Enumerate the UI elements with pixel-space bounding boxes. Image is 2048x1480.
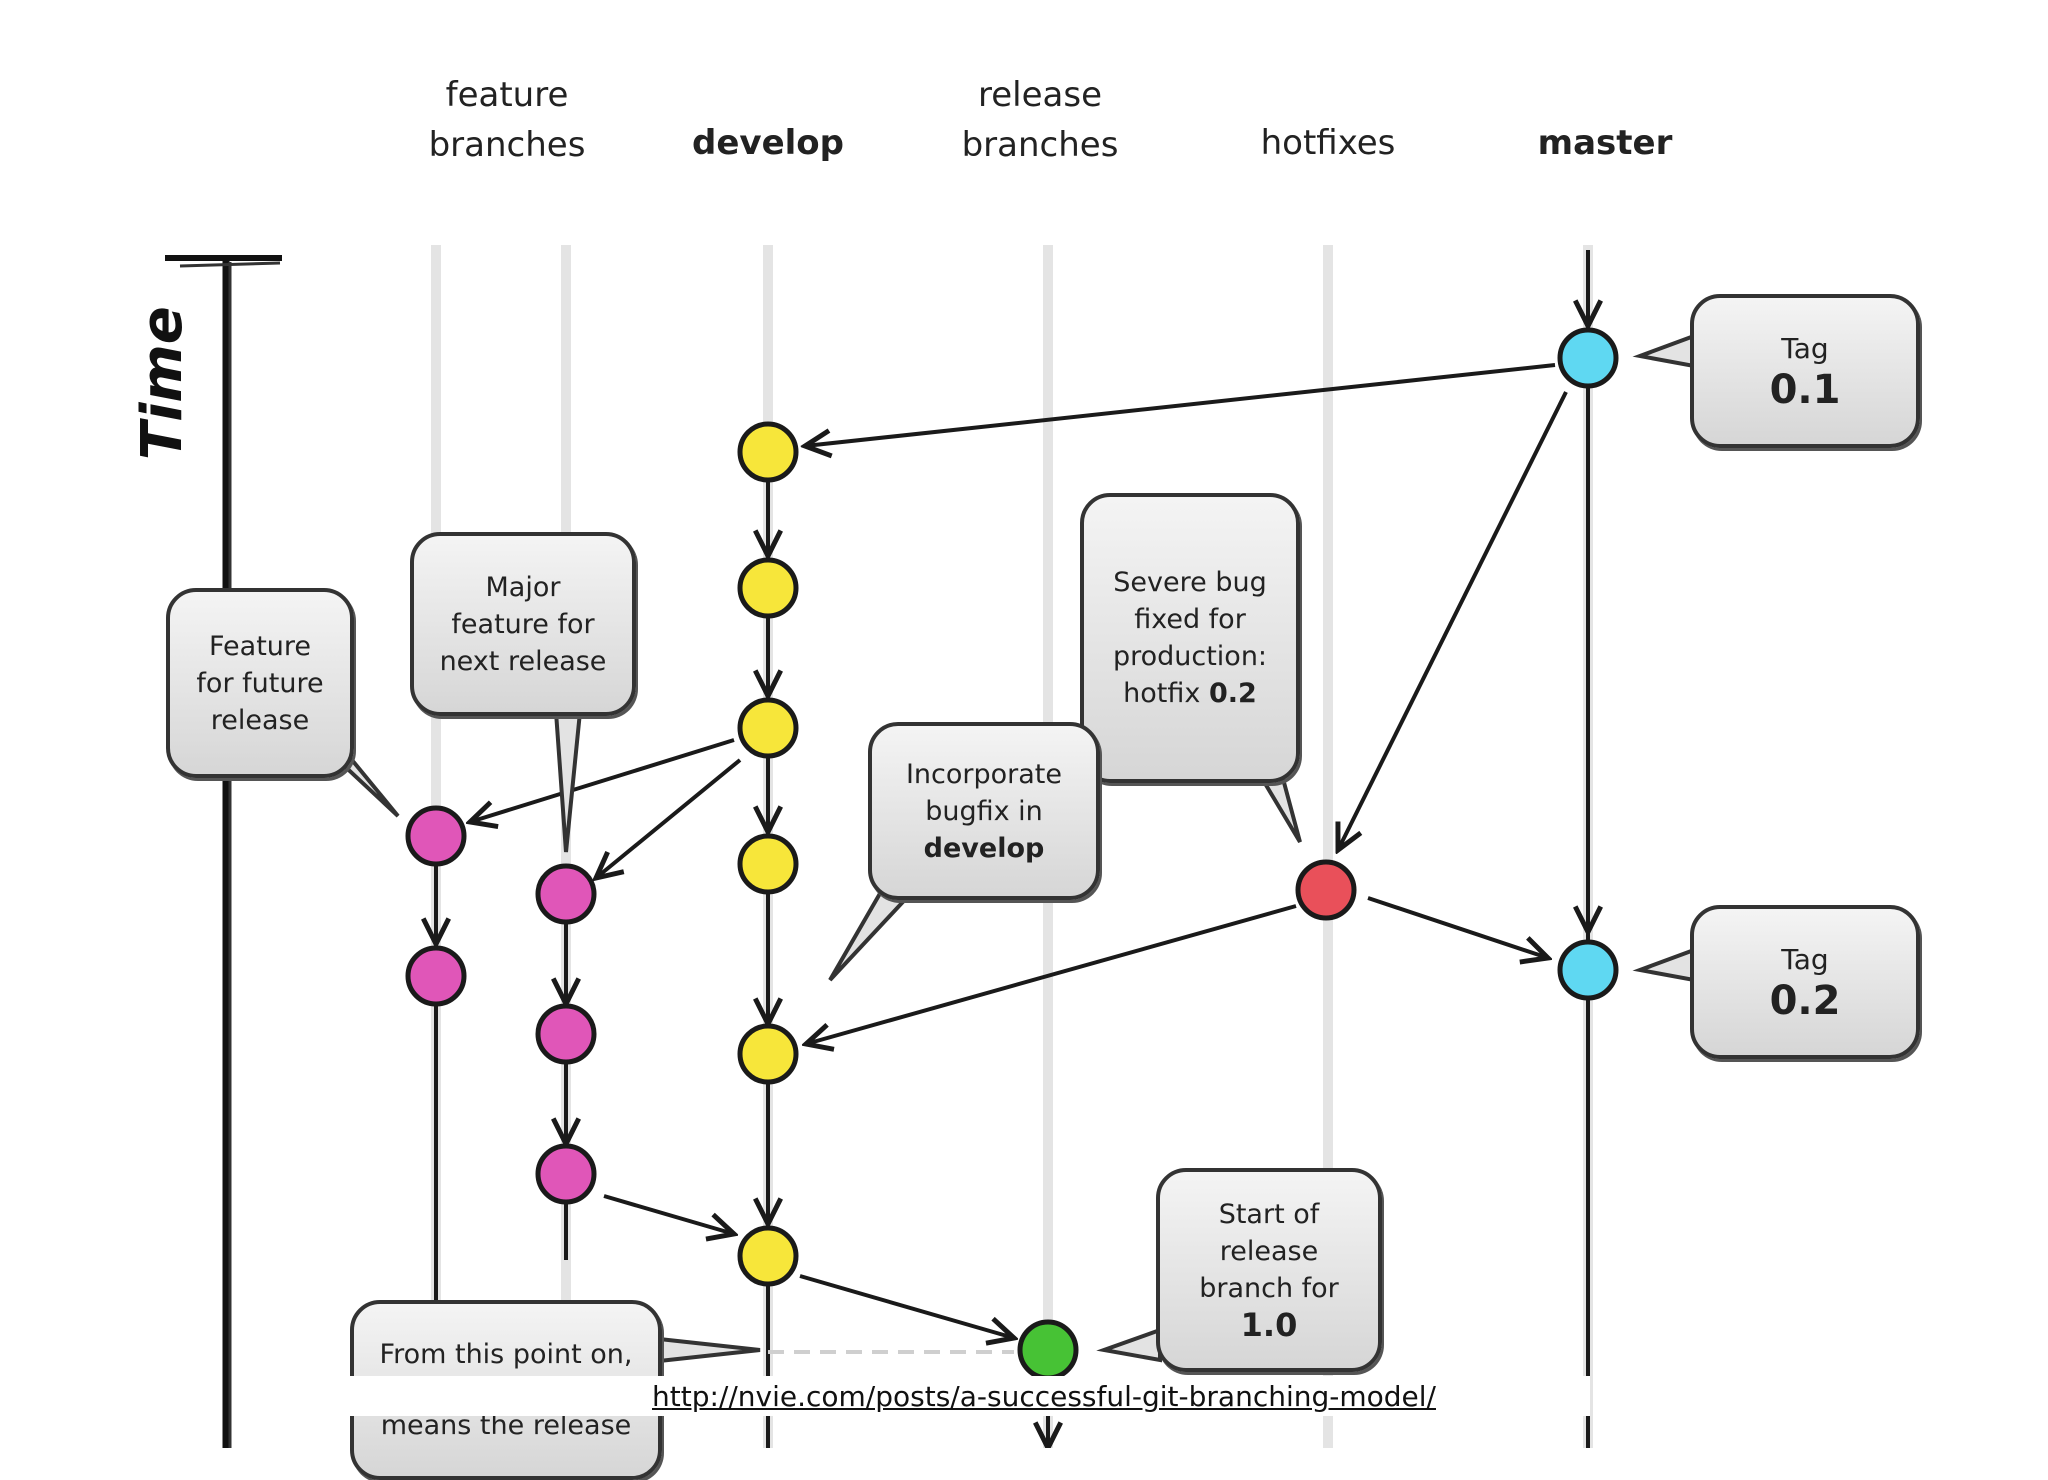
header-feature-line2: branches [428,125,586,165]
merge-arrows [470,363,1568,1448]
release-commit [1017,1319,1079,1381]
severe-bug-version: 0.2 [1208,678,1257,709]
feature-commit-1a [405,805,467,867]
severe-bug-line1: Severe bug [1113,567,1267,598]
time-label: Time [130,306,195,460]
feature-commit-2b [535,1003,597,1065]
severe-bug-hotfix-word: hotfix [1123,678,1209,709]
major-feature-line1: Major [485,571,561,603]
tag02-number: 0.2 [1769,977,1841,1024]
severe-bug-line4: hotfix 0.2 [1123,675,1257,712]
incorporate-line2: bugfix in [925,795,1043,827]
feature-commit-2c [535,1143,597,1205]
diagram-canvas [165,245,1696,1448]
start-release-line2: release [1219,1236,1319,1267]
develop-commit-1 [737,421,799,483]
develop-commit-5 [737,1023,799,1085]
severe-bug-line3: production: [1112,641,1268,672]
future-feature-line1: Feature [208,630,312,662]
header-hotfixes: hotfixes [1260,123,1396,163]
commits [405,327,1619,1381]
start-release-line1: Start of [1218,1199,1320,1230]
callout-incorporate-bugfix: Incorporate bugfix in develop [868,722,1100,900]
callout-tag-02: Tag 0.2 [1690,905,1920,1059]
develop-commit-2 [737,557,799,619]
callout-major-feature: Major feature for next release [410,532,636,716]
header-release-line1: release [978,75,1102,115]
callout-future-feature: Feature for future release [166,588,354,778]
major-feature-line2: feature for [451,608,595,640]
header-release-branches: release branches [962,70,1119,170]
future-feature-line3: release [210,704,310,736]
git-branching-diagram: feature branches develop release branche… [130,70,1920,1480]
develop-commit-3 [737,697,799,759]
tag01-word: Tag [1781,331,1829,365]
severe-bug-line2: fixed for [1134,604,1246,635]
future-feature-line2: for future [196,667,324,699]
header-feature-line1: feature [445,75,569,115]
header-release-line2: branches [961,125,1119,165]
header-master: master [1537,123,1673,163]
tag02-word: Tag [1781,942,1829,976]
develop-commit-4 [737,833,799,895]
master-commit-tag01 [1557,327,1619,389]
start-release-line4: 1.0 [1240,1306,1298,1344]
callout-tag-01: Tag 0.1 [1690,294,1920,448]
major-feature-line3: next release [439,645,607,677]
incorporate-line3: develop [923,832,1045,864]
start-release-line3: branch for [1199,1273,1339,1304]
feature-commit-1b [405,945,467,1007]
callout-severe-bug: Severe bug fixed for production: hotfix … [1080,493,1300,783]
feature-commit-2a [535,863,597,925]
header-develop: develop [692,123,844,163]
from-point-line1: From this point on, [379,1339,633,1370]
develop-commit-6 [737,1225,799,1287]
url-band [350,1376,1590,1416]
time-axis [165,255,282,1448]
source-url-link[interactable]: http://nvie.com/posts/a-successful-git-b… [652,1380,1436,1413]
header-feature-branches: feature branches [429,70,586,170]
tag01-number: 0.1 [1769,366,1841,413]
incorporate-line1: Incorporate [905,758,1063,790]
callout-start-release: Start of release branch for 1.0 [1156,1168,1382,1372]
hotfix-commit [1295,859,1357,921]
master-commit-tag02 [1557,939,1619,1001]
